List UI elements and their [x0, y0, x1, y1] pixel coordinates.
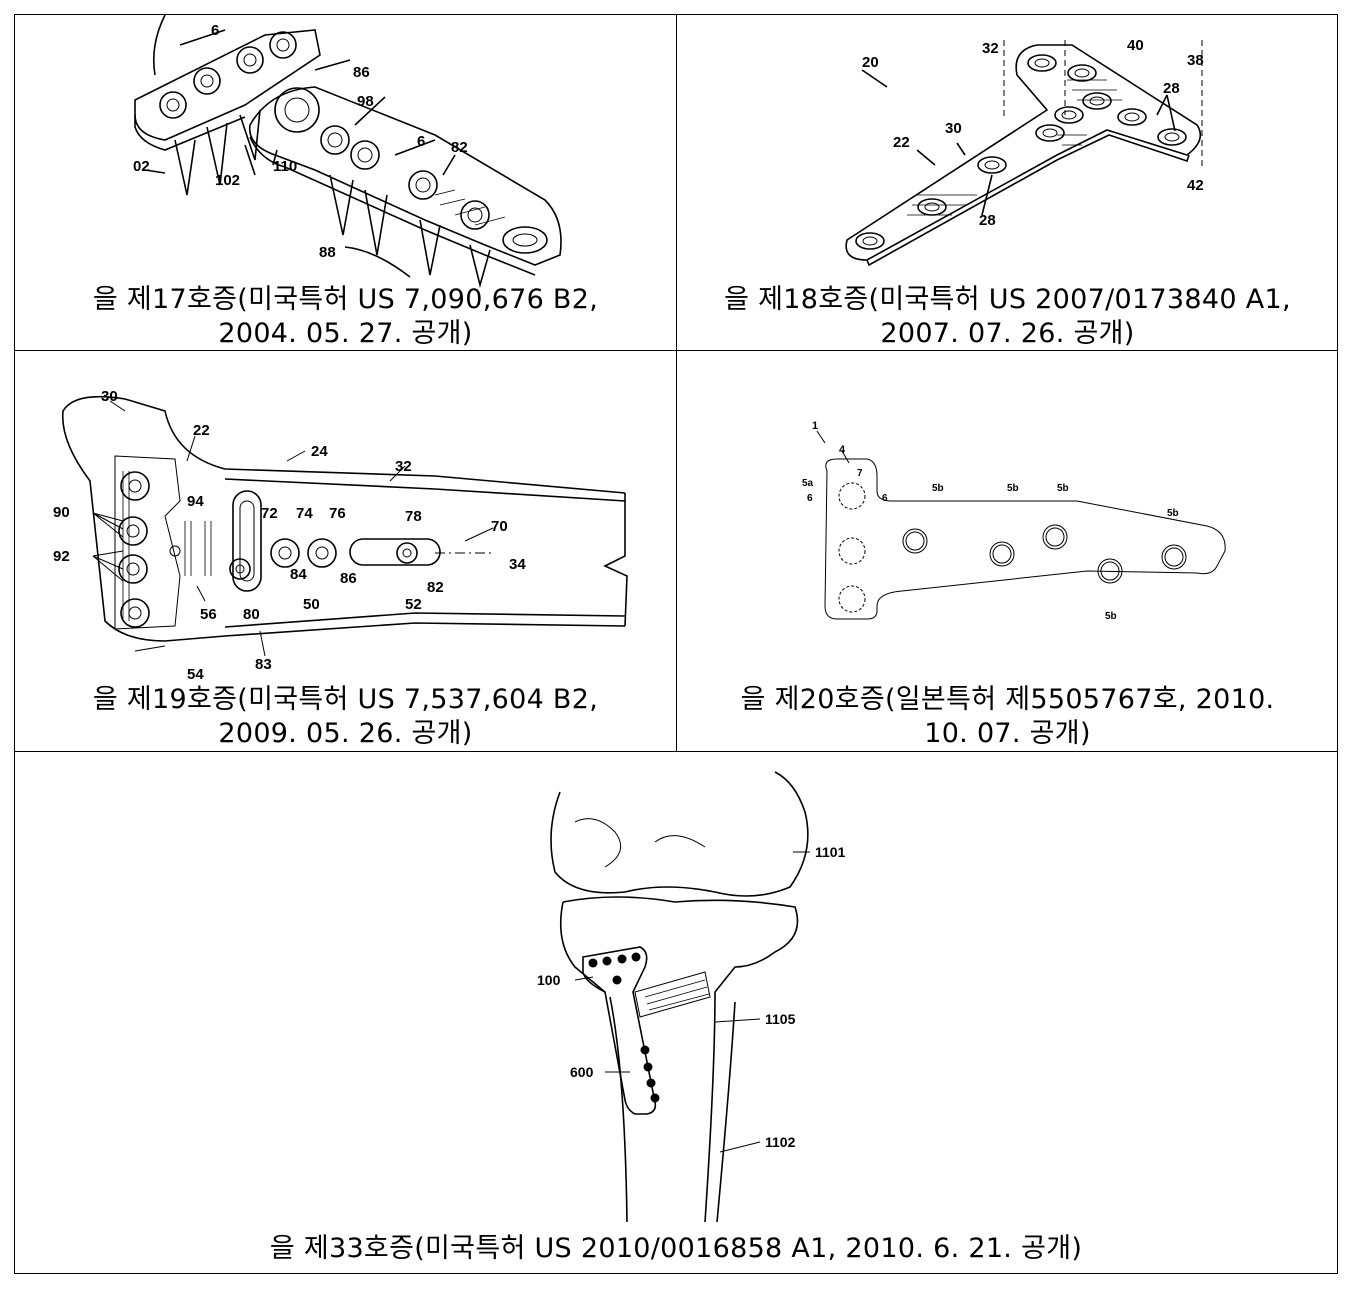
caption-line: 2009. 05. 26. 공개)	[218, 718, 473, 749]
figure-caption-4: 을 제20호증(일본특허 제5505767호, 2010. 10. 07. 공개…	[677, 683, 1338, 751]
figure-cell-5: 1101 100 1105 600 1102 을 제33호증(미국특허 US 2…	[15, 752, 1337, 1273]
caption-line: 을 제33호증(미국특허 US 2010/0016858 A1, 2010. 6…	[269, 1233, 1083, 1264]
reference-numeral: 20	[862, 54, 879, 71]
caption-line: 을 제18호증(미국특허 US 2007/0173840 A1,	[724, 284, 1291, 315]
reference-numeral: 74	[296, 505, 313, 522]
reference-numeral: 100	[537, 972, 561, 988]
reference-numeral: 5b	[932, 483, 944, 494]
reference-numeral: 1102	[765, 1134, 796, 1150]
figure-caption-1: 을 제17호증(미국특허 US 7,090,676 B2, 2004. 05. …	[15, 283, 676, 351]
reference-numeral: 5a	[802, 478, 814, 489]
reference-numeral: 5b	[1105, 611, 1117, 622]
reference-numeral: 6	[882, 493, 888, 504]
reference-numeral: 84	[290, 566, 307, 583]
reference-numeral: 92	[53, 548, 70, 565]
reference-numeral: 72	[261, 505, 278, 522]
row-divider-1	[15, 350, 1337, 351]
reference-numeral: 6	[211, 22, 219, 39]
figure-cell-4: 1 4 5a 6 7 6 5b 5b 5b 5b 5b 을 제20호증(일본특허…	[677, 351, 1338, 751]
figure-table: 6 86 98 6 82 02 102 110 88 을 제17호증(미국특허 …	[14, 14, 1338, 1274]
reference-numeral: 110	[273, 158, 297, 175]
reference-numeral: 82	[427, 579, 444, 596]
reference-numeral: 86	[353, 64, 370, 81]
reference-numeral: 6	[807, 493, 813, 504]
caption-line: 을 제20호증(일본특허 제5505767호, 2010.	[740, 684, 1275, 715]
caption-line: 10. 07. 공개)	[924, 718, 1091, 749]
reference-numeral: 02	[133, 158, 150, 175]
reference-numeral: 6	[417, 133, 425, 150]
reference-numeral: 22	[193, 422, 210, 439]
caption-line: 을 제19호증(미국특허 US 7,537,604 B2,	[92, 684, 599, 715]
reference-numeral: 22	[893, 134, 910, 151]
reference-numeral: 70	[491, 518, 508, 535]
reference-numeral: 76	[329, 505, 346, 522]
reference-numeral: 78	[405, 508, 422, 525]
reference-numeral: 50	[303, 596, 320, 613]
figure-caption-5: 을 제33호증(미국특허 US 2010/0016858 A1, 2010. 6…	[15, 1232, 1337, 1266]
figure-caption-2: 을 제18호증(미국특허 US 2007/0173840 A1, 2007. 0…	[677, 283, 1338, 351]
row-divider-2	[15, 751, 1337, 752]
reference-numeral: 34	[509, 556, 526, 573]
figure-cell-2: 32 40 38 20 28 30 22 42 28 을 제18호증(미국특허 …	[677, 15, 1338, 350]
reference-numeral: 52	[405, 596, 422, 613]
reference-numeral: 5b	[1057, 483, 1069, 494]
bone-plate-drawing-4: 1 4 5a 6 7 6 5b 5b 5b 5b 5b	[802, 420, 1226, 622]
reference-numeral: 54	[187, 666, 204, 683]
caption-line: 2004. 05. 27. 공개)	[218, 318, 473, 349]
reference-numeral: 42	[1187, 177, 1204, 194]
reference-numeral: 5b	[1167, 508, 1179, 519]
figure-cell-3: 30 22 24 32 94 72 74 76 78 70 90 92 34 8…	[15, 351, 676, 751]
bone-plate-drawing-1: 6 86 98 6 82 02 102 110 88	[133, 14, 562, 289]
reference-numeral: 32	[395, 458, 412, 475]
figure-cell-1: 6 86 98 6 82 02 102 110 88 을 제17호증(미국특허 …	[15, 14, 676, 351]
tibia-plate-drawing: 1101 100 1105 600 1102	[537, 771, 846, 1223]
reference-numeral: 56	[200, 606, 217, 623]
reference-numeral: 82	[451, 139, 468, 156]
reference-numeral: 1101	[815, 844, 846, 860]
reference-numeral: 40	[1127, 37, 1144, 54]
caption-line: 2007. 07. 26. 공개)	[880, 318, 1135, 349]
reference-numeral: 600	[570, 1064, 594, 1080]
figure-caption-3: 을 제19호증(미국특허 US 7,537,604 B2, 2009. 05. …	[15, 683, 676, 751]
reference-numeral: 90	[53, 504, 70, 521]
reference-numeral: 32	[982, 40, 999, 57]
reference-numeral: 1105	[765, 1011, 796, 1027]
reference-numeral: 80	[243, 606, 260, 623]
reference-numeral: 30	[101, 388, 118, 405]
reference-numeral: 1	[812, 420, 818, 432]
caption-line: 을 제17호증(미국특허 US 7,090,676 B2,	[92, 284, 599, 315]
reference-numeral: 98	[357, 93, 374, 110]
screw-holes	[159, 31, 548, 254]
reference-numeral: 38	[1187, 52, 1204, 69]
reference-numeral: 88	[319, 244, 336, 261]
column-divider	[676, 15, 677, 751]
reference-numeral: 83	[255, 656, 272, 673]
reference-numeral: 24	[311, 443, 328, 460]
reference-numeral: 5b	[1007, 483, 1019, 494]
reference-numeral: 86	[340, 570, 357, 587]
reference-numeral: 7	[857, 468, 863, 479]
bone-plate-drawing-2: 32 40 38 20 28 30 22 42 28	[845, 37, 1204, 267]
reference-numeral: 28	[979, 212, 996, 229]
reference-numeral: 30	[945, 120, 962, 137]
bone-screws	[174, 109, 491, 289]
reference-numeral: 102	[215, 172, 240, 189]
reference-numeral: 28	[1163, 80, 1180, 97]
reference-numeral: 4	[839, 444, 846, 456]
bone-plate-drawing-3: 30 22 24 32 94 72 74 76 78 70 90 92 34 8…	[53, 388, 628, 683]
reference-numeral: 94	[187, 493, 204, 510]
